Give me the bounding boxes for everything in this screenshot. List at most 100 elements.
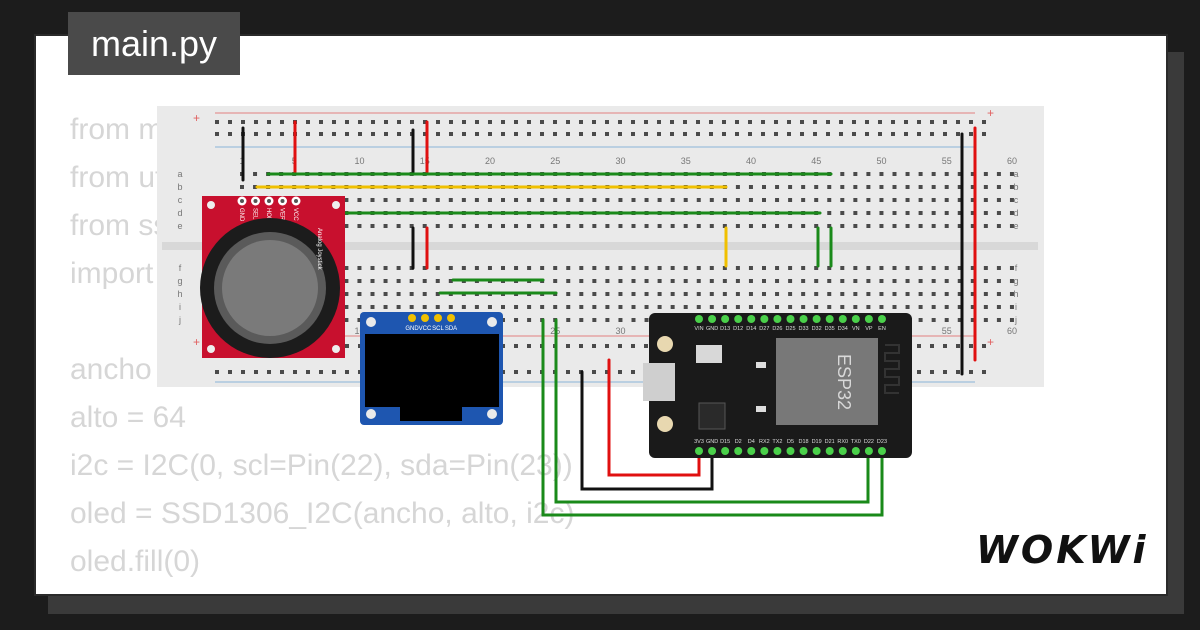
column-number-top: 25 (550, 156, 560, 166)
esp32-pin-bottom[interactable] (799, 447, 808, 455)
esp32-pin-label-bottom: D15 (720, 439, 730, 445)
row-letter: f (179, 263, 182, 273)
esp32-pin-bottom[interactable] (786, 447, 795, 455)
esp32-pin-label-bottom: GND (706, 439, 718, 445)
column-number-top: 60 (1007, 156, 1017, 166)
esp32-pin-bottom[interactable] (825, 447, 834, 455)
esp32-pin-label-top: D25 (785, 326, 795, 332)
esp32-pin-top[interactable] (799, 315, 808, 323)
rail-plus-bottom-left: + (193, 335, 200, 349)
row-letter: c (178, 195, 183, 205)
esp32-pin-bottom[interactable] (773, 447, 782, 455)
esp32-pin-bottom[interactable] (721, 447, 730, 455)
wire-green-d23[interactable] (541, 318, 884, 517)
oled-pin-label: SDA (445, 326, 457, 332)
code-line[interactable]: oled.show() (70, 586, 574, 594)
oled-screen (365, 334, 499, 407)
esp32-pin-top[interactable] (838, 315, 847, 323)
joystick-pin-label: SEL (252, 208, 258, 220)
esp32-pin-top[interactable] (864, 315, 873, 323)
esp32-pin-label-bottom: D5 (787, 439, 794, 445)
esp32-pin-top[interactable] (773, 315, 782, 323)
esp32-pin-bottom[interactable] (877, 447, 886, 455)
reset-button[interactable] (657, 416, 673, 432)
esp32-pin-label-bottom: RX0 (837, 439, 848, 445)
esp32-pin-label-bottom: D19 (812, 439, 822, 445)
esp32-pin-bottom[interactable] (708, 447, 717, 455)
esp32-pin-bottom[interactable] (760, 447, 769, 455)
row-letter: a (1013, 169, 1018, 179)
file-tab-main-py[interactable]: main.py (68, 12, 240, 75)
esp32-pin-bottom[interactable] (838, 447, 847, 455)
esp32-pin-label-top: D32 (812, 326, 822, 332)
esp32-pin-label-top: D33 (799, 326, 809, 332)
esp32-pin-label-top: VP (865, 326, 873, 332)
usb-port (643, 363, 675, 401)
row-letter: e (177, 221, 182, 231)
esp32-pin-label-top: D14 (746, 326, 756, 332)
esp32-pin-label-bottom: D23 (877, 439, 887, 445)
wire-red-3v3[interactable] (607, 358, 701, 477)
row-letter: i (1015, 302, 1017, 312)
esp32-pin-top[interactable] (877, 315, 886, 323)
esp32-pin-top[interactable] (721, 315, 730, 323)
esp32-pin-bottom[interactable] (864, 447, 873, 455)
esp32-pin-top[interactable] (825, 315, 834, 323)
row-letter: h (1013, 289, 1018, 299)
esp32-pin-bottom[interactable] (812, 447, 821, 455)
esp32-pin-label-top: D26 (772, 326, 782, 332)
row-letter: h (177, 289, 182, 299)
esp32-pin-label-bottom: TX0 (851, 439, 861, 445)
column-number-top: 55 (942, 156, 952, 166)
code-line[interactable]: alto = 64 (70, 401, 186, 434)
esp32-pin-top[interactable] (786, 315, 795, 323)
esp32-pin-label-top: D27 (759, 326, 769, 332)
column-number-top: 30 (615, 156, 625, 166)
esp32-pin-bottom[interactable] (734, 447, 743, 455)
esp32-pin-top[interactable] (708, 315, 717, 323)
row-letter: b (177, 182, 182, 192)
esp32-module (776, 338, 878, 425)
row-letter: f (1015, 263, 1018, 273)
esp32-pin-top[interactable] (812, 315, 821, 323)
row-letter: a (177, 169, 182, 179)
row-letter: b (1013, 182, 1018, 192)
esp32-pin-top[interactable] (760, 315, 769, 323)
column-number-top: 45 (811, 156, 821, 166)
esp32-pin-label-bottom: TX2 (772, 439, 782, 445)
oled-pin[interactable] (408, 314, 416, 322)
row-letter: g (1013, 276, 1018, 286)
boot-button[interactable] (657, 336, 673, 352)
esp32-pin-top[interactable] (747, 315, 756, 323)
wire-black-gnd[interactable] (580, 370, 714, 491)
wire-green-d22[interactable] (554, 318, 870, 504)
esp32-pin-top[interactable] (851, 315, 860, 323)
esp32-pin-top[interactable] (695, 315, 703, 323)
column-number-bottom: 30 (615, 326, 625, 336)
oled-pin[interactable] (421, 314, 429, 322)
esp32-pin-top[interactable] (734, 315, 743, 323)
oled-pin[interactable] (447, 314, 455, 322)
esp32-pin-label-bottom: RX2 (759, 439, 770, 445)
esp32-pin-bottom[interactable] (695, 447, 703, 455)
column-number-top: 35 (681, 156, 691, 166)
code-line[interactable]: oled.fill(0) (70, 545, 201, 578)
joystick-title: Analog Joystick (316, 228, 322, 271)
wires[interactable] (241, 120, 977, 517)
row-letter: j (178, 315, 181, 325)
esp32-pin-label-top: EN (878, 326, 886, 332)
column-number-top: 40 (746, 156, 756, 166)
column-number-bottom: 10 (354, 326, 364, 336)
joystick-pin-label: HORZ (265, 208, 271, 225)
code-line[interactable]: oled = SSD1306_I2C(ancho, alto, i2c) (70, 497, 575, 530)
esp32-pin-bottom[interactable] (747, 447, 756, 455)
esp32-pin-label-bottom: 3V3 (694, 439, 704, 445)
esp32-pin-label-top: D13 (720, 326, 730, 332)
column-number-top: 20 (485, 156, 495, 166)
oled-pin[interactable] (434, 314, 442, 322)
esp32-pin-bottom[interactable] (851, 447, 860, 455)
row-letter: i (179, 302, 181, 312)
